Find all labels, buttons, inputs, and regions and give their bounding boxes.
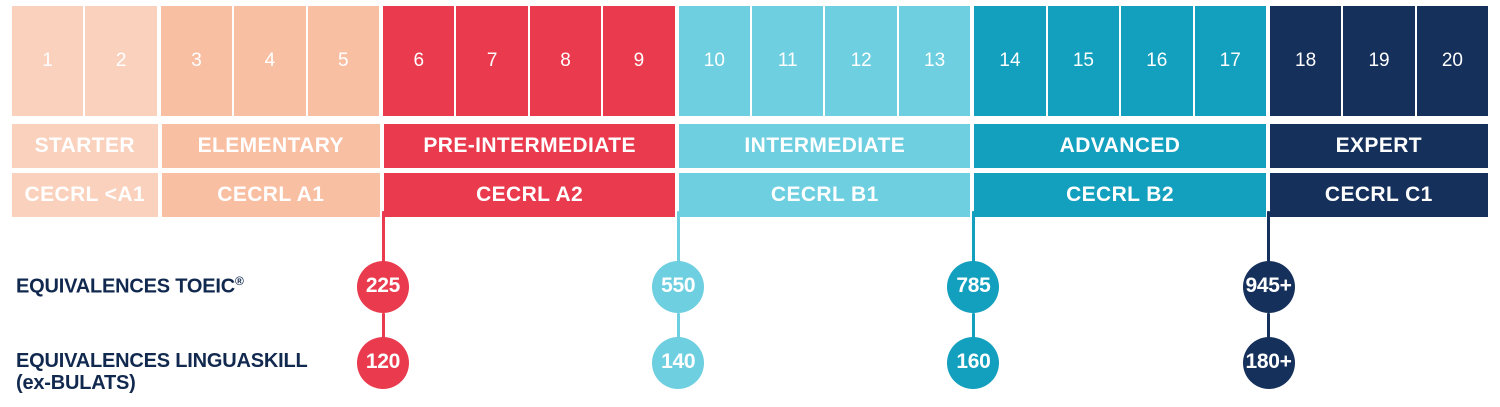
level-cell-number: 6 bbox=[413, 50, 425, 71]
marker-connector-toeic-pre-intermediate bbox=[381, 211, 385, 263]
level-cell-number: 8 bbox=[560, 50, 571, 71]
cecrl-segment-advanced[interactable]: CECRL B2 bbox=[974, 173, 1270, 217]
level-cell-number: 16 bbox=[1146, 50, 1168, 71]
level-segment-expert[interactable]: EXPERT bbox=[1269, 124, 1489, 168]
level-cell-number: 13 bbox=[924, 50, 946, 71]
cecrl-segment-pre-intermediate[interactable]: CECRL A2 bbox=[384, 173, 680, 217]
level-cell-number: 17 bbox=[1219, 50, 1241, 71]
level-cell-17[interactable]: 17 bbox=[1194, 6, 1270, 116]
level-cell-9[interactable]: 9 bbox=[603, 6, 679, 116]
level-cell-number: 2 bbox=[115, 50, 127, 71]
linguaskill-row-label: EQUIVALENCES LINGUASKILL (ex-BULATS) bbox=[16, 350, 308, 395]
score-bubble-linguaskill-expert[interactable]: 180+ bbox=[1242, 337, 1295, 389]
level-cell-19[interactable]: 19 bbox=[1343, 6, 1417, 116]
registered-trademark-icon: ® bbox=[235, 274, 244, 288]
level-cell-number: 7 bbox=[486, 50, 498, 71]
score-bubble-linguaskill-pre-intermediate[interactable]: 120 bbox=[357, 337, 409, 389]
level-segment-advanced[interactable]: ADVANCED bbox=[974, 124, 1270, 168]
score-bubble-value: 785 bbox=[956, 274, 991, 297]
score-bubble-value: 180+ bbox=[1245, 350, 1292, 373]
toeic-row-label-text: EQUIVALENCES TOEIC bbox=[16, 275, 236, 298]
level-cell-number: 19 bbox=[1368, 50, 1390, 71]
level-segment-intermediate[interactable]: INTERMEDIATE bbox=[679, 124, 975, 168]
level-cell-number: 1 bbox=[42, 50, 53, 71]
level-cell-4[interactable]: 4 bbox=[234, 6, 308, 116]
level-cell-3[interactable]: 3 bbox=[160, 6, 235, 116]
score-bubble-toeic-pre-intermediate[interactable]: 225 bbox=[357, 261, 409, 313]
score-bubble-linguaskill-intermediate[interactable]: 140 bbox=[652, 337, 705, 389]
level-cell-8[interactable]: 8 bbox=[529, 6, 604, 116]
cecrl-segment-label: CECRL B1 bbox=[770, 183, 879, 206]
marker-connector-toeic-intermediate bbox=[676, 211, 680, 263]
level-cell-12[interactable]: 12 bbox=[825, 6, 899, 116]
level-cell-number: 4 bbox=[264, 50, 276, 71]
linguaskill-row-label-line2: (ex-BULATS) bbox=[16, 372, 136, 395]
level-cell-11[interactable]: 11 bbox=[752, 6, 826, 116]
level-segment-starter[interactable]: STARTER bbox=[12, 124, 162, 168]
score-bubble-value: 550 bbox=[661, 274, 696, 297]
level-cell-1[interactable]: 1 bbox=[12, 6, 86, 116]
score-bubble-toeic-advanced[interactable]: 785 bbox=[947, 261, 1000, 313]
cecrl-segment-expert[interactable]: CECRL C1 bbox=[1269, 173, 1489, 217]
score-bubble-value: 225 bbox=[365, 274, 401, 297]
cecrl-segment-intermediate[interactable]: CECRL B1 bbox=[679, 173, 975, 217]
marker-connector-toeic-advanced bbox=[971, 211, 975, 263]
cecrl-segment-label: CECRL C1 bbox=[1324, 183, 1433, 206]
cecrl-segment-starter[interactable]: CECRL <A1 bbox=[12, 173, 162, 217]
level-cell-number: 18 bbox=[1295, 50, 1317, 71]
score-bubble-value: 945+ bbox=[1245, 274, 1292, 297]
level-segment-label: INTERMEDIATE bbox=[744, 134, 906, 157]
score-bubble-toeic-expert[interactable]: 945+ bbox=[1242, 261, 1295, 313]
cecrl-segment-label: CECRL A2 bbox=[476, 183, 584, 206]
level-segment-label: PRE-INTERMEDIATE bbox=[423, 134, 636, 157]
marker-connector-linguaskill-expert bbox=[1267, 313, 1271, 339]
score-bubble-value: 140 bbox=[661, 350, 696, 373]
level-segment-label: STARTER bbox=[34, 134, 135, 157]
level-cell-number: 12 bbox=[850, 50, 872, 71]
linguaskill-row-label-line1: EQUIVALENCES LINGUASKILL bbox=[16, 350, 308, 372]
level-cell-number: 14 bbox=[999, 50, 1021, 71]
marker-connector-linguaskill-advanced bbox=[971, 313, 975, 339]
level-cell-number: 20 bbox=[1441, 50, 1463, 71]
level-cell-20[interactable]: 20 bbox=[1416, 6, 1489, 116]
level-segment-label: EXPERT bbox=[1335, 134, 1423, 157]
level-cell-6[interactable]: 6 bbox=[383, 6, 457, 116]
cecrl-band: CECRL <A1 CECRL A1 CECRL A2 CECRL B1 CECRL B… bbox=[12, 173, 1489, 217]
score-bubble-value: 120 bbox=[365, 350, 401, 373]
level-segment-label: ELEMENTARY bbox=[197, 134, 344, 157]
level-cell-number: 5 bbox=[338, 50, 349, 71]
level-name-band: STARTER ELEMENTARY PRE-INTERMEDIATE INTERME… bbox=[12, 124, 1489, 168]
level-segment-elementary[interactable]: ELEMENTARY bbox=[161, 124, 384, 168]
level-cell-number: 15 bbox=[1072, 50, 1094, 71]
level-cell-7[interactable]: 7 bbox=[456, 6, 530, 116]
level-cell-14[interactable]: 14 bbox=[974, 6, 1048, 116]
level-cell-2[interactable]: 2 bbox=[85, 6, 161, 116]
toeic-row-label: EQUIVALENCES TOEIC® bbox=[16, 274, 244, 298]
score-bubble-value: 160 bbox=[956, 350, 991, 373]
score-bubble-toeic-intermediate[interactable]: 550 bbox=[652, 261, 705, 313]
marker-connector-linguaskill-intermediate bbox=[676, 313, 680, 339]
level-cell-number: 3 bbox=[191, 50, 202, 71]
level-segment-label: ADVANCED bbox=[1059, 134, 1181, 157]
level-cell-13[interactable]: 13 bbox=[898, 6, 975, 116]
level-cell-10[interactable]: 10 bbox=[678, 6, 753, 116]
cecrl-segment-label: CECRL <A1 bbox=[24, 183, 146, 206]
level-cell-number: 10 bbox=[703, 50, 725, 71]
level-segment-pre-intermediate[interactable]: PRE-INTERMEDIATE bbox=[384, 124, 680, 168]
level-cell-number: 11 bbox=[777, 50, 798, 71]
level-cell-16[interactable]: 16 bbox=[1121, 6, 1195, 116]
level-cell-number: 9 bbox=[633, 50, 645, 71]
marker-connector-linguaskill-pre-intermediate bbox=[381, 313, 385, 339]
cecrl-segment-label: CECRL A1 bbox=[217, 183, 325, 206]
level-cell-5[interactable]: 5 bbox=[307, 6, 384, 116]
score-bubble-linguaskill-advanced[interactable]: 160 bbox=[947, 337, 1000, 389]
level-cell-18[interactable]: 18 bbox=[1269, 6, 1344, 116]
level-cell-15[interactable]: 15 bbox=[1047, 6, 1122, 116]
marker-connector-toeic-expert bbox=[1267, 211, 1271, 263]
cecrl-segment-label: CECRL B2 bbox=[1066, 183, 1174, 206]
cecrl-segment-elementary[interactable]: CECRL A1 bbox=[161, 173, 384, 217]
